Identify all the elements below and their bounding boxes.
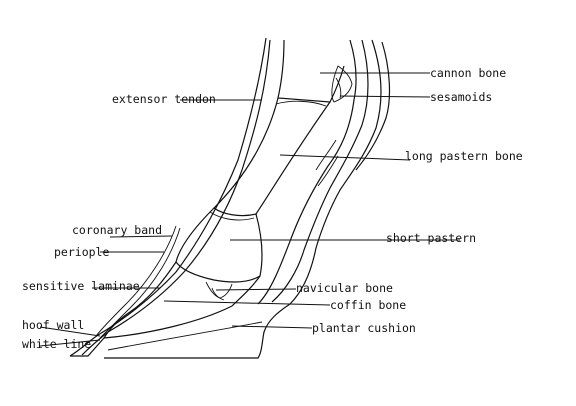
label-periople: periople <box>54 245 109 259</box>
label-short-pastern: short pastern <box>386 231 476 245</box>
leg-outline <box>69 37 391 359</box>
label-cannon-bone: cannon bone <box>430 66 506 80</box>
label-coronary-band: coronary band <box>72 223 162 237</box>
inner-wall-lines <box>95 139 339 339</box>
label-extensor-tendon: extensor tendon <box>112 92 216 106</box>
leader-lines <box>39 72 460 347</box>
long-pastern-shape <box>213 97 331 217</box>
label-navicular-bone: navicular bone <box>296 281 393 295</box>
label-sensitive-laminae: sensitive laminae <box>22 279 140 293</box>
label-sesamoids: sesamoids <box>430 90 492 104</box>
label-coffin-bone: coffin bone <box>330 298 406 312</box>
short-pastern-shape <box>175 207 263 283</box>
label-long-pastern-bone: long pastern bone <box>405 149 523 163</box>
coffin-bone-shape <box>102 261 261 339</box>
labels: cannon bone sesamoids extensor tendon lo… <box>22 66 523 351</box>
label-white-line: white line <box>22 337 91 351</box>
cannon-bone-shape <box>277 39 353 103</box>
label-hoof-wall: hoof wall <box>22 318 84 332</box>
label-plantar-cushion: plantar cushion <box>312 321 416 335</box>
